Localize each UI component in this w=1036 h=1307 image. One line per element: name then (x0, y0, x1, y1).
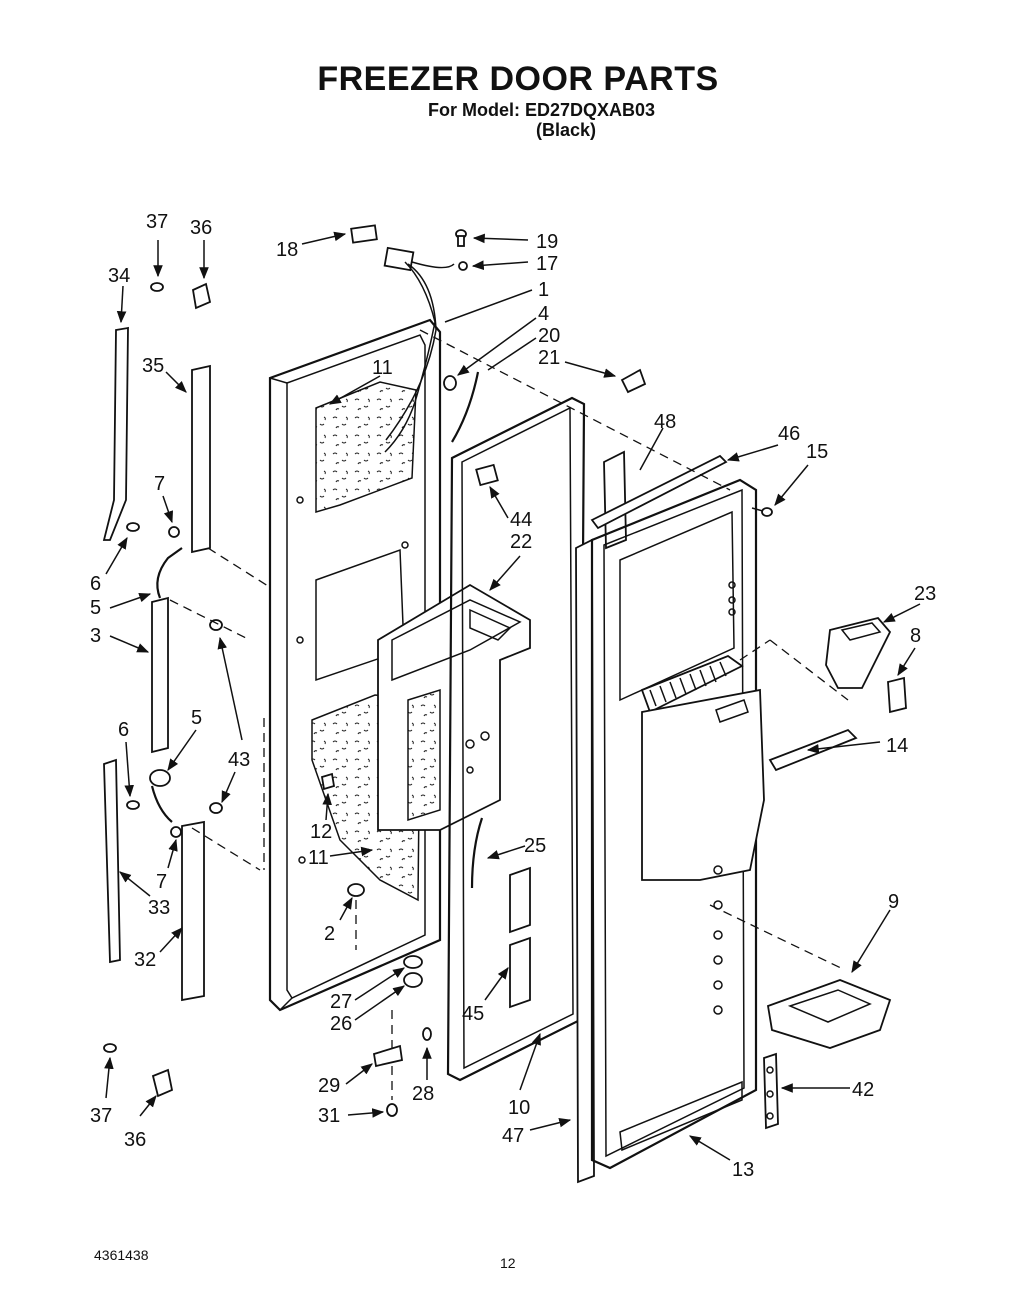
callout-19: 19 (536, 231, 558, 253)
callout-5-upper: 5 (90, 597, 101, 619)
callout-37-lower: 37 (90, 1105, 112, 1127)
door-liner (377, 583, 531, 831)
callout-31: 31 (318, 1105, 340, 1127)
callout-42: 42 (852, 1079, 874, 1101)
callout-21: 21 (538, 347, 560, 369)
screw-15 (751, 507, 773, 517)
bushing-4 (443, 375, 457, 391)
callout-15: 15 (806, 441, 828, 463)
callout-14: 14 (886, 735, 908, 757)
callout-22: 22 (510, 531, 532, 553)
callout-44: 44 (510, 509, 532, 531)
callout-6-lower: 6 (118, 719, 129, 741)
hose-20 (451, 371, 480, 443)
model-line: For Model: ED27DQXAB03 (428, 100, 656, 120)
callout-11-upper: 11 (372, 357, 393, 379)
wiring-harness (383, 246, 468, 453)
trim-strip-34 (102, 326, 129, 541)
trim-46 (590, 454, 728, 530)
trim-32 (181, 820, 205, 1002)
trim-35 (191, 364, 211, 554)
callout-6-upper: 6 (90, 573, 101, 595)
hinge-5-lower (149, 769, 173, 823)
callout-8: 8 (910, 625, 921, 647)
callout-9: 9 (888, 891, 899, 913)
callout-20: 20 (538, 325, 560, 347)
assembly-lines (169, 329, 849, 1100)
callout-35: 35 (142, 355, 164, 377)
callout-29: 29 (318, 1075, 340, 1097)
callout-18: 18 (276, 239, 298, 261)
hinge-5-upper (156, 547, 183, 599)
callout-33: 33 (148, 897, 170, 919)
callout-1: 1 (538, 279, 549, 301)
clip-18 (350, 224, 378, 244)
screw-19 (455, 229, 467, 247)
callout-48: 48 (654, 411, 676, 433)
clip-44 (475, 463, 499, 487)
leader-lines (104, 231, 921, 1161)
callout-27: 27 (330, 991, 352, 1013)
chute-23 (825, 616, 892, 689)
callout-5-lower: 5 (191, 707, 202, 729)
screws-left (103, 282, 223, 1098)
page-title: FREEZER DOOR PARTS (317, 60, 719, 98)
callout-47: 47 (502, 1125, 524, 1147)
outer-door (590, 478, 765, 1170)
callout-26: 26 (330, 1013, 352, 1035)
callout-12: 12 (310, 821, 332, 843)
bracket-8 (887, 676, 907, 714)
callout-11-lower: 11 (308, 847, 329, 869)
trim-47 (575, 538, 595, 1184)
tube-25 (470, 817, 484, 889)
callout-10: 10 (508, 1097, 530, 1119)
callout-17: 17 (536, 253, 558, 275)
pads-45 (509, 866, 531, 1009)
trim-33 (103, 758, 121, 964)
page-number: 12 (500, 1255, 516, 1271)
callout-36-upper: 36 (190, 217, 212, 239)
wire-nut-21 (620, 368, 647, 394)
callout-2: 2 (324, 923, 335, 945)
drip-tray-9 (766, 979, 892, 1049)
callout-43: 43 (228, 749, 250, 771)
bottom-hinge-parts (320, 772, 432, 1117)
callout-13: 13 (732, 1159, 754, 1181)
callout-32: 32 (134, 949, 156, 971)
callout-45: 45 (462, 1003, 484, 1025)
callout-34: 34 (108, 265, 130, 287)
callout-25: 25 (524, 835, 546, 857)
hinge-plate-42 (763, 1052, 779, 1130)
document-number: 4361438 (94, 1247, 149, 1263)
callout-46: 46 (778, 423, 800, 445)
callout-7-lower: 7 (156, 871, 167, 893)
trim-3 (151, 596, 169, 754)
callout-3: 3 (90, 625, 101, 647)
callout-28: 28 (412, 1083, 434, 1105)
color-note: (Black) (536, 120, 597, 140)
callout-7-upper: 7 (154, 473, 165, 495)
callout-4: 4 (538, 303, 549, 325)
callout-37-upper: 37 (146, 211, 168, 233)
callout-36-lower: 36 (124, 1129, 146, 1151)
callout-23: 23 (914, 583, 936, 605)
